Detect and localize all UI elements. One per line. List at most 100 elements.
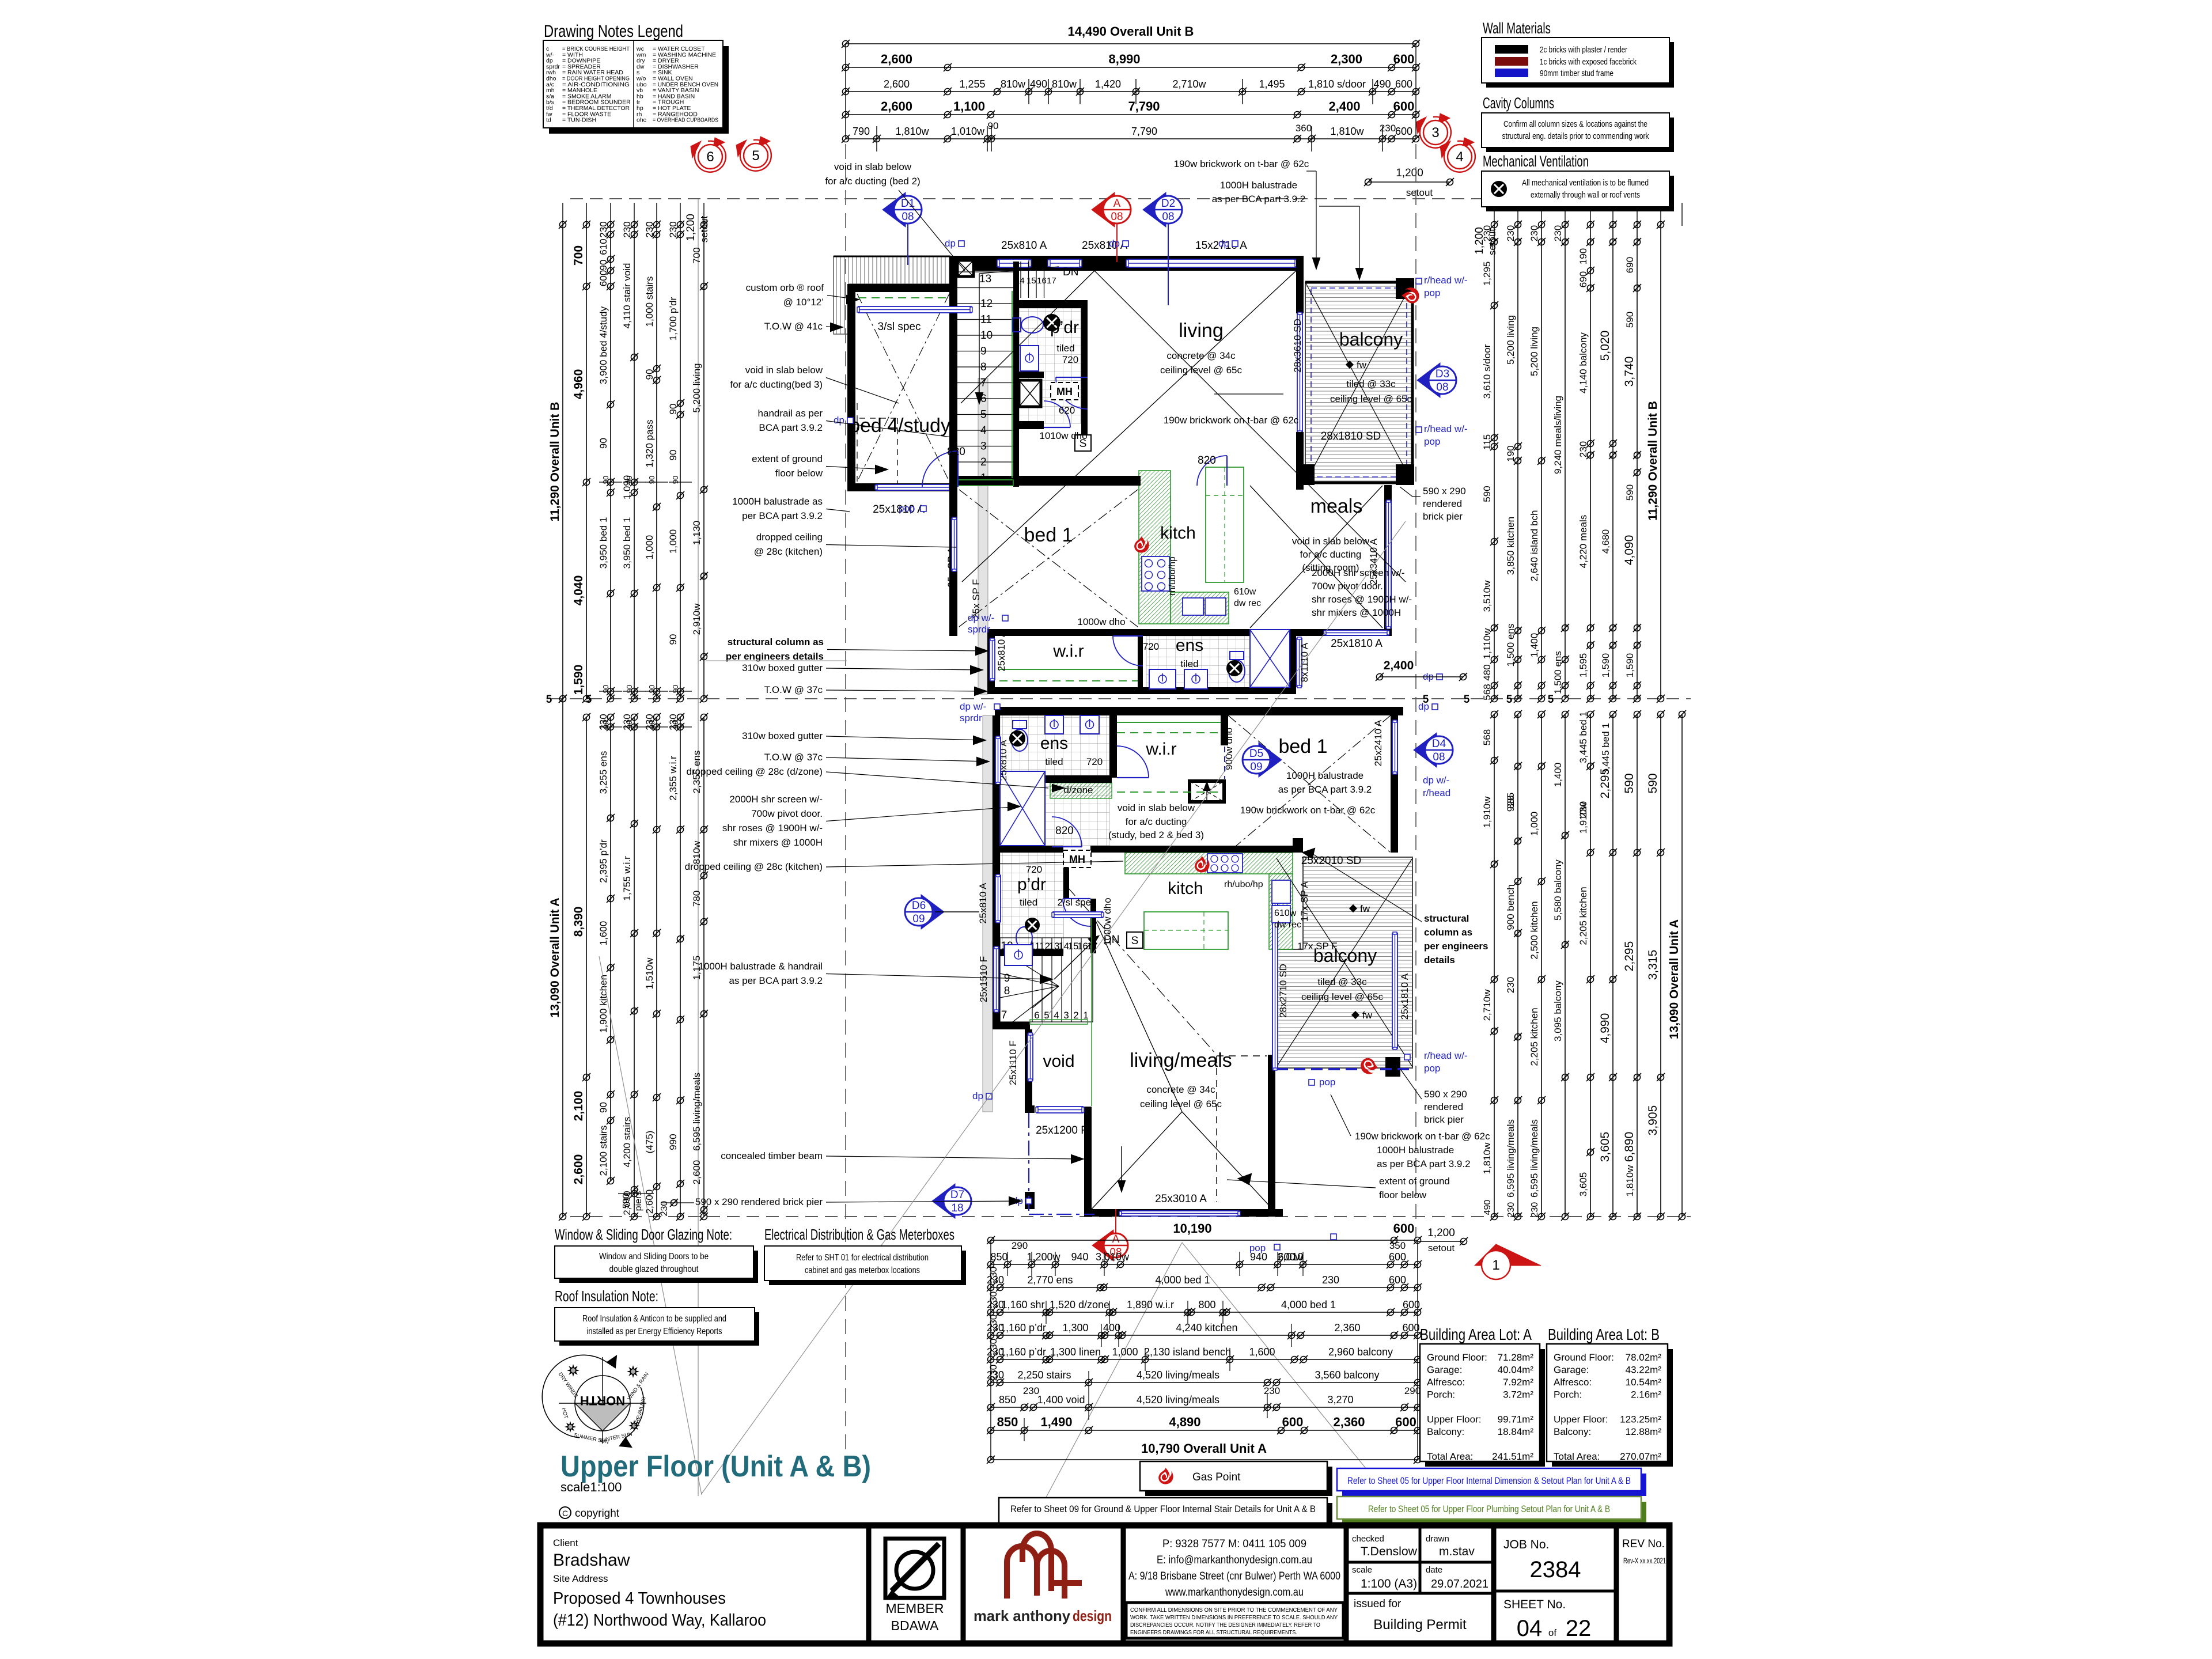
svg-text:living/meals: living/meals <box>1130 1050 1232 1071</box>
svg-text:3,095 balcony: 3,095 balcony <box>1552 980 1563 1041</box>
svg-text:BDAWA: BDAWA <box>891 1618 939 1633</box>
svg-text:10,790 Overall Unit A: 10,790 Overall Unit A <box>1141 1441 1267 1456</box>
svg-text:2000H shr screen w/-: 2000H shr screen w/- <box>1312 567 1405 578</box>
svg-text:REV No.: REV No. <box>1622 1538 1665 1550</box>
svg-text:as per BCA part 3.9.2: as per BCA part 3.9.2 <box>1278 784 1372 795</box>
svg-text:720: 720 <box>1143 641 1159 652</box>
svg-text:tiled @ 33c: tiled @ 33c <box>1346 378 1396 389</box>
svg-text:230: 230 <box>644 714 655 730</box>
svg-text:D3: D3 <box>1435 368 1449 380</box>
svg-text:as per BCA part 3.9.2: as per BCA part 3.9.2 <box>1212 194 1306 204</box>
svg-text:90: 90 <box>671 721 680 729</box>
svg-text:1,700 p’dr: 1,700 p’dr <box>668 297 679 340</box>
svg-text:= HAND BASIN: = HAND BASIN <box>653 93 695 100</box>
svg-text:230: 230 <box>988 1267 999 1283</box>
svg-text:1,810 s/door: 1,810 s/door <box>1308 78 1366 90</box>
svg-text:per BCA part 3.9.2: per BCA part 3.9.2 <box>742 510 823 521</box>
svg-text:1,595: 1,595 <box>1578 653 1589 678</box>
svg-text:1,300: 1,300 <box>1062 1322 1088 1334</box>
svg-text:13,090 Overall Unit A: 13,090 Overall Unit A <box>1668 919 1681 1039</box>
svg-text:115: 115 <box>1482 434 1493 450</box>
svg-text:1,520 d/zone: 1,520 d/zone <box>1050 1299 1109 1310</box>
svg-text:sprdr: sprdr <box>960 713 982 724</box>
svg-text:25x2410 A: 25x2410 A <box>1373 719 1384 766</box>
svg-text:90: 90 <box>625 685 634 693</box>
svg-text:90: 90 <box>668 634 679 645</box>
svg-text:2,960 balcony: 2,960 balcony <box>1328 1346 1393 1358</box>
svg-text:w/o: w/o <box>636 75 646 82</box>
svg-text:4,890: 4,890 <box>1169 1415 1200 1429</box>
svg-text:230: 230 <box>668 221 679 237</box>
svg-text:Confirm all column sizes & loc: Confirm all column sizes & locations aga… <box>1503 120 1647 129</box>
svg-text:concrete @ 34c: concrete @ 34c <box>1166 350 1236 361</box>
svg-text:dp: dp <box>1109 238 1120 249</box>
svg-text:rwh: rwh <box>546 69 556 76</box>
svg-text:scale: scale <box>1352 1565 1372 1575</box>
svg-text:90: 90 <box>668 404 679 415</box>
svg-text:310w boxed gutter: 310w boxed gutter <box>742 730 823 741</box>
svg-text:Client: Client <box>553 1537 578 1548</box>
svg-text:490: 490 <box>1373 78 1391 90</box>
svg-text:15: 15 <box>1027 276 1036 286</box>
svg-text:s: s <box>637 69 639 76</box>
svg-text:cabinet and gas meterbox locat: cabinet and gas meterbox locations <box>805 1266 920 1275</box>
svg-text:190w brickwork on t-bar @ 62c: 190w brickwork on t-bar @ 62c <box>1174 158 1309 169</box>
svg-text:25x3410 A: 25x3410 A <box>1368 538 1379 585</box>
svg-text:09: 09 <box>912 913 925 925</box>
svg-text:dw: dw <box>637 63 645 70</box>
svg-text:230: 230 <box>988 1291 999 1308</box>
svg-text:230: 230 <box>1552 225 1563 241</box>
svg-text:Window and Sliding Doors to be: Window and Sliding Doors to be <box>599 1252 709 1262</box>
svg-text:3,315: 3,315 <box>1646 950 1660 980</box>
svg-text:690: 690 <box>1578 271 1589 287</box>
svg-text:Building Permit: Building Permit <box>1373 1617 1467 1633</box>
svg-text:11,290 Overall Unit B: 11,290 Overall Unit B <box>548 402 562 522</box>
svg-text:d/zone: d/zone <box>1063 785 1093 796</box>
svg-text:1,810w: 1,810w <box>1330 126 1364 137</box>
svg-text:handrail as per: handrail as per <box>758 408 823 419</box>
svg-text:490: 490 <box>1483 1200 1493 1215</box>
svg-text:90: 90 <box>671 685 680 693</box>
svg-text:190w brickwork on t-bar @ 62c: 190w brickwork on t-bar @ 62c <box>1240 805 1376 816</box>
svg-text:600: 600 <box>598 270 609 286</box>
svg-text:T.Denslow: T.Denslow <box>1361 1545 1418 1558</box>
svg-text:Balcony:: Balcony: <box>1427 1426 1464 1437</box>
svg-text:2,295: 2,295 <box>1599 768 1612 799</box>
svg-text:3,010w: 3,010w <box>1096 1251 1130 1263</box>
svg-text:480: 480 <box>1482 664 1493 680</box>
svg-text:25x1810 A: 25x1810 A <box>1399 973 1410 1020</box>
svg-text:3,560 balcony: 3,560 balcony <box>1315 1369 1379 1381</box>
svg-text:tiled: tiled <box>1056 343 1074 354</box>
svg-text:setout: setout <box>1487 229 1498 256</box>
svg-text:tiled: tiled <box>1045 756 1063 767</box>
svg-text:3,950 bed 1: 3,950 bed 1 <box>622 517 632 569</box>
svg-text:8: 8 <box>1004 985 1010 997</box>
svg-text:720: 720 <box>1086 756 1103 767</box>
svg-text:590 x 290: 590 x 290 <box>1424 1089 1467 1100</box>
svg-text:230: 230 <box>1530 1202 1540 1218</box>
svg-text:3,610 s/door: 3,610 s/door <box>1482 344 1493 399</box>
svg-text:r/head w/-: r/head w/- <box>1424 1050 1468 1061</box>
svg-text:13: 13 <box>1049 941 1060 952</box>
svg-text:= DOWNPIPE: = DOWNPIPE <box>562 58 600 65</box>
svg-text:NORTH: NORTH <box>580 1393 625 1408</box>
svg-text:940: 940 <box>1071 1251 1088 1263</box>
svg-text:568: 568 <box>1482 684 1493 700</box>
svg-text:m.stav: m.stav <box>1439 1545 1475 1558</box>
svg-text:dw rec: dw rec <box>1234 599 1261 608</box>
svg-text:490: 490 <box>1030 78 1047 90</box>
svg-text:8: 8 <box>980 361 987 373</box>
svg-text:pop: pop <box>1424 1063 1440 1074</box>
svg-text:940: 940 <box>1250 1251 1267 1263</box>
svg-text:rh/ubo/hp: rh/ubo/hp <box>1168 556 1177 596</box>
svg-text:25x1810 A: 25x1810 A <box>1331 638 1382 650</box>
svg-text:230: 230 <box>644 221 655 237</box>
svg-text:190w brickwork on t-bar @ 62c: 190w brickwork on t-bar @ 62c <box>1164 415 1299 426</box>
svg-text:= DISHWASHER: = DISHWASHER <box>653 63 699 70</box>
svg-text:3,445 bed 1: 3,445 bed 1 <box>1578 711 1589 763</box>
svg-text:td: td <box>546 117 551 124</box>
svg-text:Total Area:: Total Area: <box>1427 1451 1473 1462</box>
svg-text:= RAIN WATER HEAD: = RAIN WATER HEAD <box>562 69 623 76</box>
svg-text:28x2710 SD: 28x2710 SD <box>1278 964 1289 1018</box>
svg-text:Bradshaw: Bradshaw <box>553 1551 630 1570</box>
